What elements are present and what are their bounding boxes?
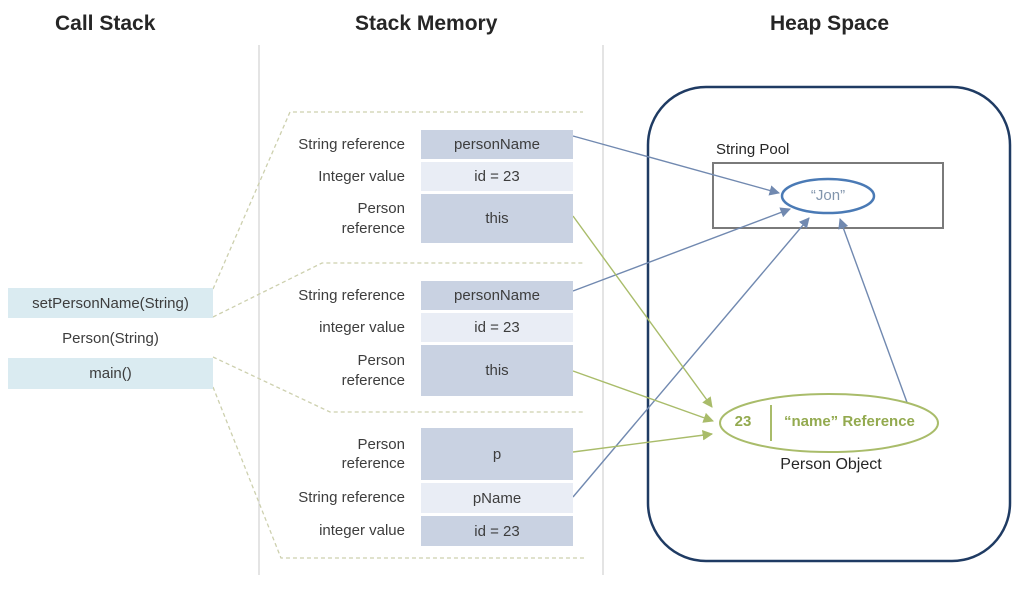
reference-arrow-green [572,215,714,453]
stack-frame-row-label: Person reference [341,200,405,237]
call-stack-item-person: Person(String) [62,330,159,347]
person-name-reference: “name” Reference [784,413,915,430]
string-literal-jon: “Jon” [810,187,846,204]
stack-slot-value: id = 23 [421,162,573,191]
stack-slot-value: personName [421,130,573,159]
string-pool-label: String Pool [716,141,790,158]
stack-frame-row-label: String reference [298,286,405,304]
stack-slot-value: this [421,345,573,396]
person-id-value: 23 [734,413,752,430]
stack-frame-row-label: Person reference [341,435,405,473]
heap-space-title: Heap Space [770,12,890,35]
call-stack-item-main: main() [8,358,213,389]
call-stack-item-setpersonname: setPersonName(String) [8,288,213,318]
stack-frame-row-label: Person reference [341,352,405,389]
stack-slot-value: this [421,194,573,243]
stack-slot-value: id = 23 [421,516,573,546]
person-object-caption: Person Object [780,456,882,473]
stack-slot-value: pName [421,483,573,513]
stack-slot-value: id = 23 [421,313,573,342]
stack-frame-row-label: integer value [319,522,405,540]
stack-memory-title: Stack Memory [355,12,498,35]
call-stack-title: Call Stack [55,12,156,35]
heap-boundary [646,85,1012,563]
stack-frame-row-label: String reference [298,135,405,153]
stack-frame-row-label: String reference [298,489,405,507]
stack-slot-value: p [421,428,573,480]
stack-frame-row-label: integer value [319,318,405,336]
stack-frame-row-label: Integer value [318,167,405,185]
stack-slot-value: personName [421,281,573,310]
